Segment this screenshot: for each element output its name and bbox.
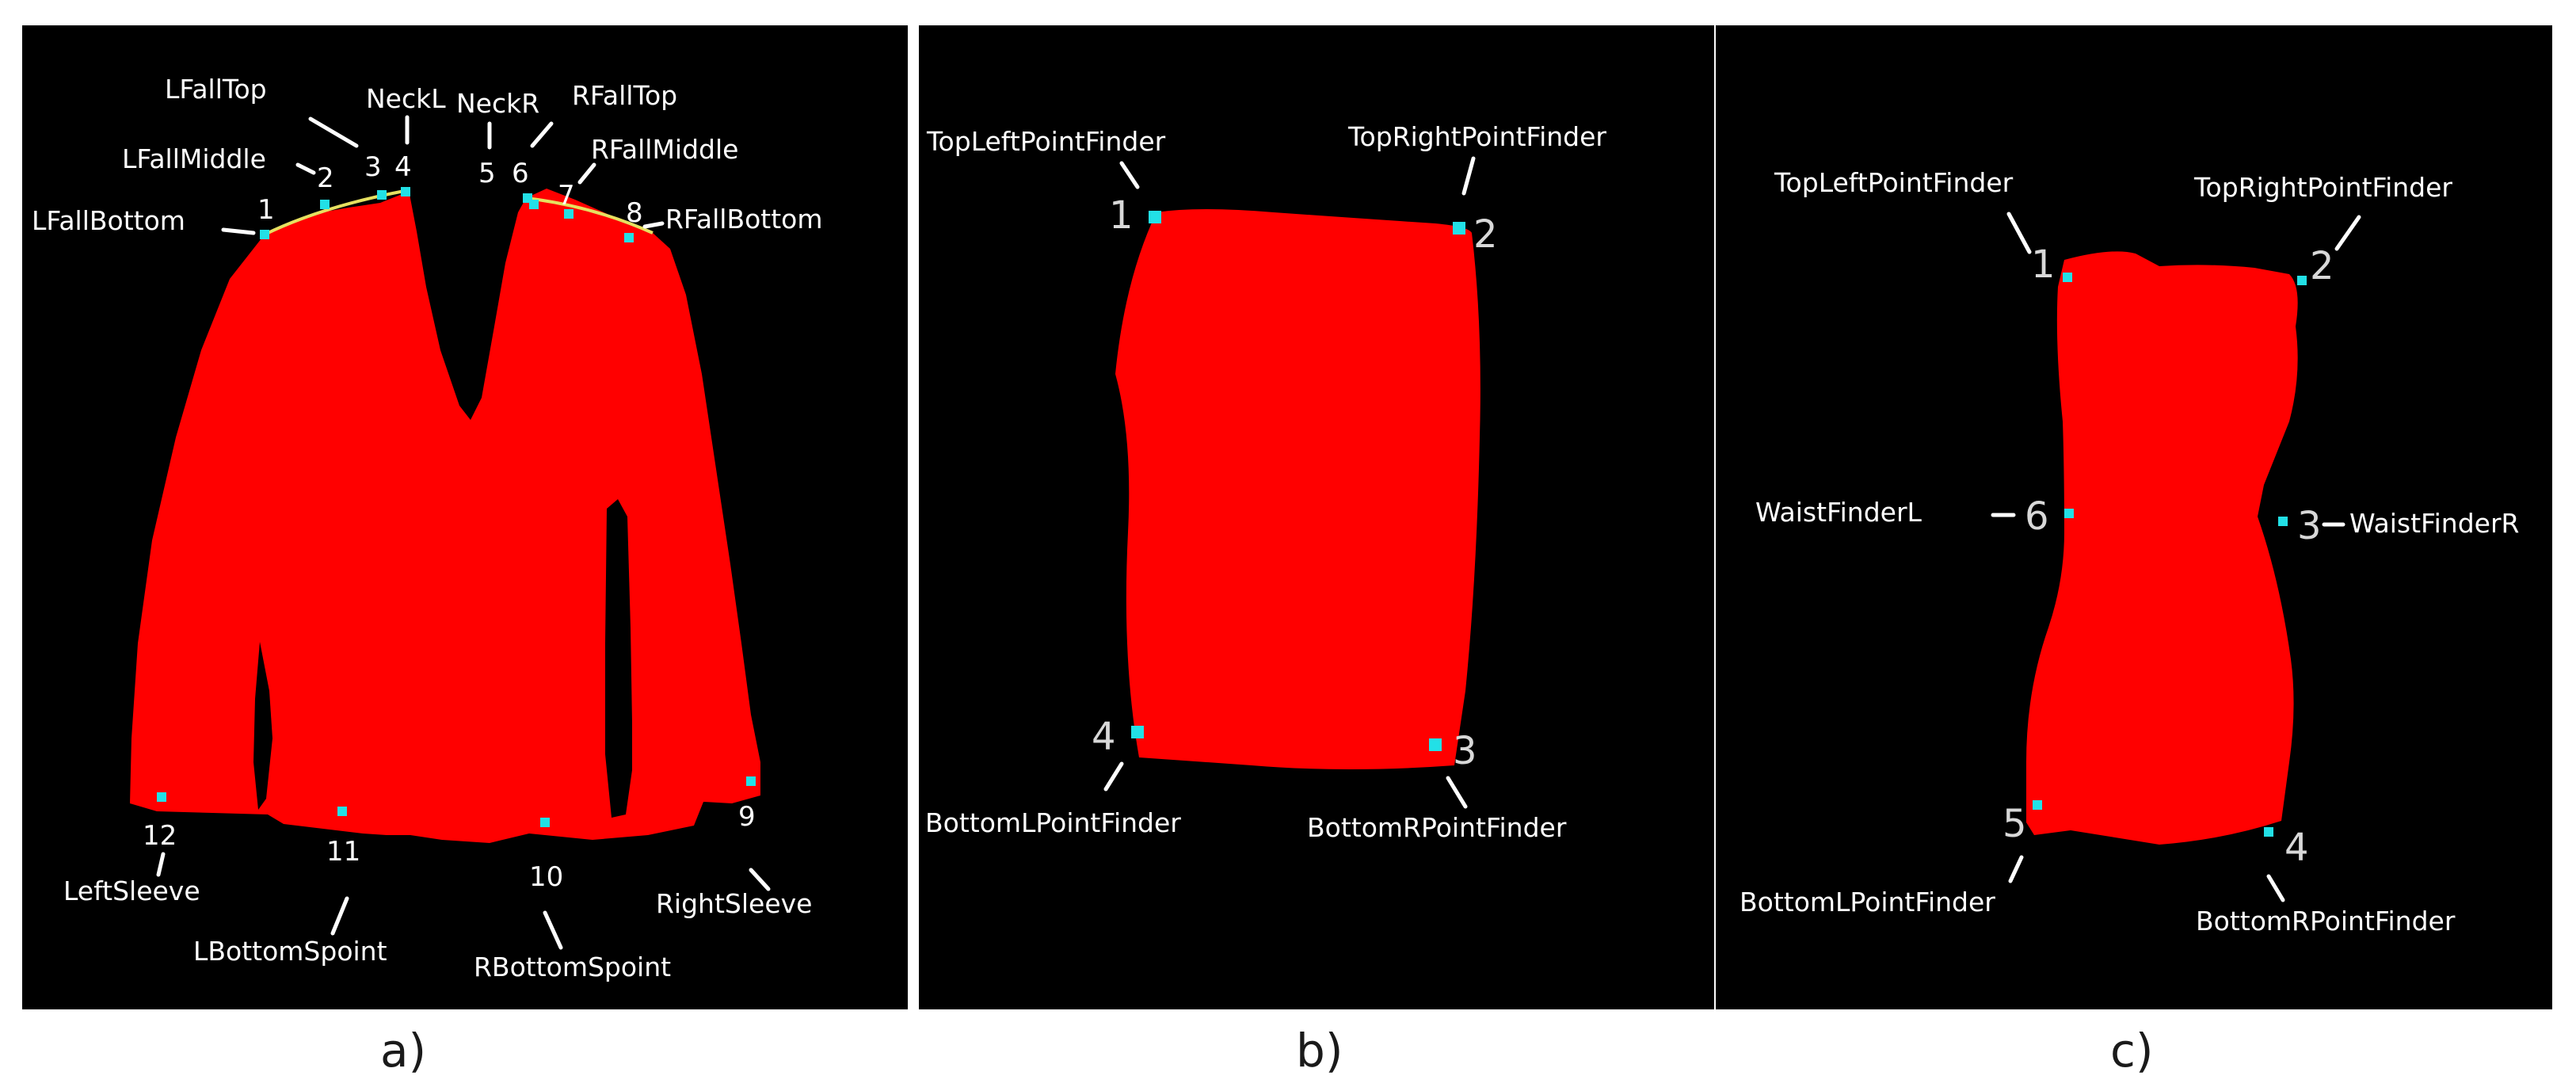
skirt-silhouette <box>1115 209 1480 769</box>
keypoint-c-5: 5 BottomLPointFinder <box>1740 800 2042 917</box>
svg-text:1: 1 <box>2031 242 2056 287</box>
keypoint-b-4: 4 BottomLPointFinder <box>925 715 1181 838</box>
keypoint-a-3: 3 LFallTop <box>165 74 387 200</box>
svg-text:RFallTop: RFallTop <box>572 80 677 111</box>
svg-text:1: 1 <box>1109 193 1134 238</box>
keypoint-b-3: 3 BottomRPointFinder <box>1307 729 1567 843</box>
svg-text:TopLeftPointFinder: TopLeftPointFinder <box>926 126 1166 157</box>
svg-text:BottomRPointFinder: BottomRPointFinder <box>1307 812 1567 843</box>
svg-text:WaistFinderL: WaistFinderL <box>1755 497 1922 528</box>
svg-text:2: 2 <box>1473 212 1498 257</box>
keypoint-a-4: 4 NeckL <box>366 83 446 196</box>
svg-text:BottomLPointFinder: BottomLPointFinder <box>1740 887 1995 917</box>
svg-text:6: 6 <box>512 158 529 189</box>
svg-text:NeckL: NeckL <box>366 83 446 114</box>
svg-text:LFallBottom: LFallBottom <box>32 205 185 236</box>
svg-text:12: 12 <box>143 820 177 852</box>
jacket-inner-slit-right <box>605 499 632 818</box>
caption-b: b) <box>1296 1024 1343 1078</box>
keypoint-a-7: 7 RFallMiddle <box>558 134 738 219</box>
panel-a-jacket: 1 LFallBottom 2 LFallMiddle 3 LFallTop 4… <box>22 25 908 1009</box>
keypoint-c-1: 1 TopLeftPointFinder <box>1774 167 2072 287</box>
keypoint-a-8: 8 RFallBottom <box>624 197 822 242</box>
right-fall-line <box>525 196 654 235</box>
svg-text:LFallTop: LFallTop <box>165 74 267 105</box>
svg-text:3: 3 <box>2297 504 2322 548</box>
svg-text:WaistFinderR: WaistFinderR <box>2349 508 2519 539</box>
left-fall-line <box>264 189 410 236</box>
keypoint-c-2: 2 TopRightPointFinder <box>2193 172 2452 288</box>
svg-text:TopRightPointFinder: TopRightPointFinder <box>2193 172 2452 203</box>
svg-text:NeckR: NeckR <box>456 88 539 119</box>
keypoint-a-11: 11 LBottomSpoint <box>193 807 387 967</box>
svg-text:4: 4 <box>394 151 412 183</box>
svg-text:TopLeftPointFinder: TopLeftPointFinder <box>1774 167 2014 198</box>
svg-text:LeftSleeve: LeftSleeve <box>63 875 200 906</box>
svg-text:10: 10 <box>529 861 563 893</box>
svg-text:RFallBottom: RFallBottom <box>665 204 822 235</box>
dress-silhouette <box>2026 251 2298 845</box>
jacket-inner-slit-left <box>253 642 272 810</box>
svg-text:BottomLPointFinder: BottomLPointFinder <box>925 807 1181 838</box>
panel-c-dress: 1 TopLeftPointFinder 2 TopRightPointFind… <box>1716 25 2552 1009</box>
jacket-silhouette <box>130 189 760 843</box>
keypoint-a-12: 12 LeftSleeve <box>63 792 200 906</box>
panel-c-canvas: 1 TopLeftPointFinder 2 TopRightPointFind… <box>1740 167 2519 937</box>
svg-text:2: 2 <box>317 162 334 194</box>
panel-b-skirt: 1 TopLeftPointFinder 2 TopRightPointFind… <box>919 25 1714 1009</box>
svg-text:1: 1 <box>257 194 275 226</box>
caption-c: c) <box>2110 1024 2154 1078</box>
svg-text:3: 3 <box>364 151 382 183</box>
svg-text:3: 3 <box>1453 729 1477 773</box>
svg-text:5: 5 <box>2002 802 2027 846</box>
svg-text:5: 5 <box>478 158 496 189</box>
svg-text:9: 9 <box>738 801 756 833</box>
keypoint-a-2: 2 LFallMiddle <box>122 143 334 209</box>
svg-text:BottomRPointFinder: BottomRPointFinder <box>2196 906 2456 937</box>
keypoint-b-2: 2 TopRightPointFinder <box>1347 121 1606 257</box>
svg-text:RFallMiddle: RFallMiddle <box>591 134 738 165</box>
keypoint-a-1: 1 LFallBottom <box>32 194 275 239</box>
svg-text:LBottomSpoint: LBottomSpoint <box>193 936 387 967</box>
svg-text:7: 7 <box>558 180 575 212</box>
keypoint-c-3: 3 WaistFinderR <box>2278 504 2519 548</box>
svg-text:8: 8 <box>626 197 643 229</box>
keypoint-c-4: 4 BottomRPointFinder <box>2196 826 2456 937</box>
svg-text:6: 6 <box>2025 494 2049 539</box>
svg-text:RightSleeve: RightSleeve <box>656 888 812 919</box>
caption-a: a) <box>380 1024 427 1078</box>
keypoint-b-1: 1 TopLeftPointFinder <box>926 126 1166 238</box>
svg-text:TopRightPointFinder: TopRightPointFinder <box>1347 121 1606 152</box>
keypoint-a-9: 9 RightSleeve <box>656 776 812 919</box>
panel-b-canvas: 1 TopLeftPointFinder 2 TopRightPointFind… <box>925 121 1606 843</box>
svg-text:RBottomSpoint: RBottomSpoint <box>474 952 671 982</box>
keypoint-a-6: 6 RFallTop <box>512 80 677 209</box>
panel-a-canvas: 1 LFallBottom 2 LFallMiddle 3 LFallTop 4… <box>32 74 822 982</box>
svg-text:11: 11 <box>326 836 360 868</box>
svg-text:4: 4 <box>2284 826 2309 870</box>
keypoint-a-10: 10 RBottomSpoint <box>474 818 671 982</box>
keypoint-c-6: 6 WaistFinderL <box>1755 494 2074 539</box>
svg-text:2: 2 <box>2310 244 2334 288</box>
svg-text:LFallMiddle: LFallMiddle <box>122 143 266 174</box>
svg-text:4: 4 <box>1092 715 1116 759</box>
